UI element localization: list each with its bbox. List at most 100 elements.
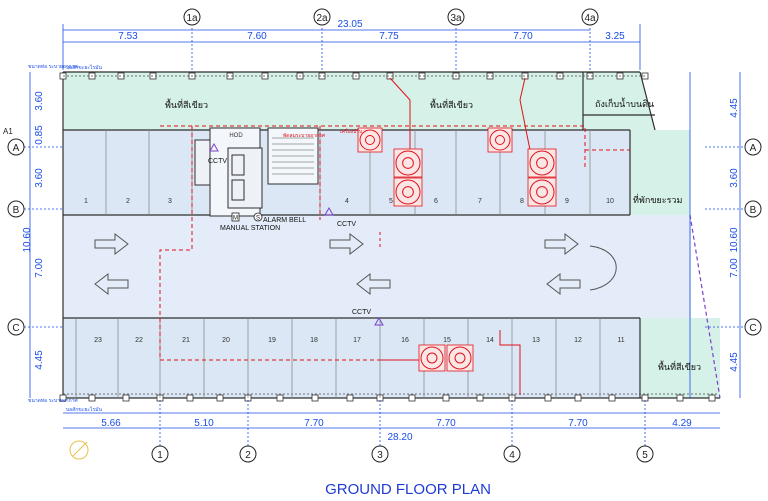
cctv-label: CCTV: [352, 309, 371, 316]
ventilation-system: [159, 77, 630, 395]
boundary-post: [408, 394, 416, 402]
grid-bubble-side: A B C A B C: [7, 138, 762, 336]
dim-bottom-overall: 28.20: [387, 432, 412, 443]
dim-top-seg: 7.70: [513, 31, 533, 42]
grid-label-1a: 1a: [186, 13, 198, 24]
parking-number: 17: [353, 337, 361, 344]
grid-bubble-bottom: 2: [239, 445, 257, 463]
boundary-post: [186, 394, 194, 402]
boundary-post: [544, 394, 552, 402]
fan-icon: [393, 148, 423, 178]
dim-top-seg: 7.53: [118, 31, 138, 42]
grid-label-a-right: A: [750, 143, 757, 154]
grid-label-5: 5: [642, 450, 648, 461]
dim-right: 4.45: [729, 98, 740, 118]
parking-bottom-row: [63, 318, 640, 398]
green-zone-bottom: [640, 318, 720, 398]
fan-icon: [487, 127, 513, 153]
boundary-post: [122, 394, 130, 402]
boundary-post: [59, 394, 67, 402]
zone-green-bottom-right: พื้นที่สีเขียว: [658, 360, 701, 372]
duct-note-left-bottom: ขนาดท่อ ระบายอากาศ: [28, 398, 79, 404]
boundary-post: [88, 394, 96, 402]
boundary-note-top: บอสักขะยะไรมัน: [66, 64, 102, 71]
zone-green-top-mid: พื้นที่สีเขียว: [430, 98, 473, 110]
cctv-label: CCTV: [337, 221, 356, 228]
boundary-post: [276, 394, 284, 402]
dim-left: 7.00: [34, 258, 45, 278]
parking-number: 12: [574, 337, 582, 344]
grid-bubble-bottom: 1: [151, 445, 169, 463]
arrow-left: [94, 272, 129, 296]
boundary-note-bottom: บอสักขะยะไรมัน: [66, 406, 102, 413]
grid-label-4: 4: [509, 450, 515, 461]
dim-bottom-seg: 4.29: [672, 418, 692, 429]
dim-right: 4.45: [729, 352, 740, 372]
dim-top-seg: 7.75: [379, 31, 399, 42]
dim-right: 7.00: [729, 258, 740, 278]
boundary-post: [346, 394, 354, 402]
grid-label-2a: 2a: [316, 13, 328, 24]
fan-units: [357, 127, 557, 372]
turn-arrow: [589, 245, 617, 291]
dim-top-overall: 23.05: [337, 19, 362, 30]
parking-number: 11: [617, 337, 624, 344]
dim-top-seg: 7.60: [247, 31, 267, 42]
parking-number: 13: [532, 337, 540, 344]
fan-icon: [527, 177, 557, 207]
hod-label: HOD: [229, 133, 243, 139]
parking-number: 10: [606, 198, 614, 205]
cctv-icon: [374, 316, 384, 326]
fan-icon: [357, 127, 383, 153]
arrow-left: [356, 272, 391, 296]
arrow-right: [544, 232, 579, 256]
fan-icon: [446, 344, 474, 372]
cctv-icon: [209, 142, 219, 152]
exhaust-note: พัดลมระบายอากาศ: [283, 133, 326, 139]
grid-bubble-bottom: 4: [503, 445, 521, 463]
parking-number: 3: [168, 198, 172, 205]
parking-number: 21: [182, 337, 190, 344]
arrow-right: [329, 232, 364, 256]
arrow-right: [94, 232, 129, 256]
duct-note-left-top: ขนาดท่อ ระบายอากาศ: [28, 64, 79, 70]
fan-icon: [527, 148, 557, 178]
boundary-post: [608, 394, 616, 402]
parking-number: 9: [565, 198, 569, 205]
grid-label-a1: A1: [3, 127, 13, 136]
parking-number: 8: [520, 198, 524, 205]
grid-label-2: 2: [245, 450, 251, 461]
traffic-arrows: [94, 232, 617, 296]
parking-number: 14: [486, 337, 494, 344]
grid-label-b-right: B: [750, 205, 757, 216]
dim-bottom-seg: 5.66: [101, 418, 121, 429]
cctv-icon: [324, 206, 334, 216]
fan-icon: [393, 177, 423, 207]
dim-right: 3.60: [729, 168, 740, 188]
stair-lift-core: [194, 127, 319, 217]
arrow-left: [546, 272, 581, 296]
alarm-bell-symbol: S: [256, 216, 260, 222]
manual-station-symbol: M: [233, 216, 238, 222]
boundary-post: [476, 394, 484, 402]
drive-aisle: [63, 215, 691, 318]
parking-number: 1: [84, 198, 88, 205]
dim-bottom-seg: 5.10: [194, 418, 214, 429]
dim-bottom-seg: 7.70: [436, 418, 456, 429]
parking-number: 23: [94, 337, 102, 344]
boundary-post: [708, 394, 716, 402]
grid-bubble-bottom: 5: [636, 445, 654, 463]
boundary-post: [311, 394, 319, 402]
boundary-post: [442, 394, 450, 402]
grid-label-c-left: C: [12, 323, 19, 334]
manual-station-icon: [231, 212, 240, 222]
grid-label-3: 3: [377, 450, 383, 461]
boundary-post: [574, 394, 582, 402]
grid-bubble-top: 2a: [313, 8, 331, 26]
dim-bottom-seg: 7.70: [568, 418, 588, 429]
parking-number: 15: [443, 337, 451, 344]
dim-left: 3.60: [34, 168, 45, 188]
parking-number: 4: [345, 198, 349, 205]
dim-right: 10.60: [729, 227, 740, 252]
